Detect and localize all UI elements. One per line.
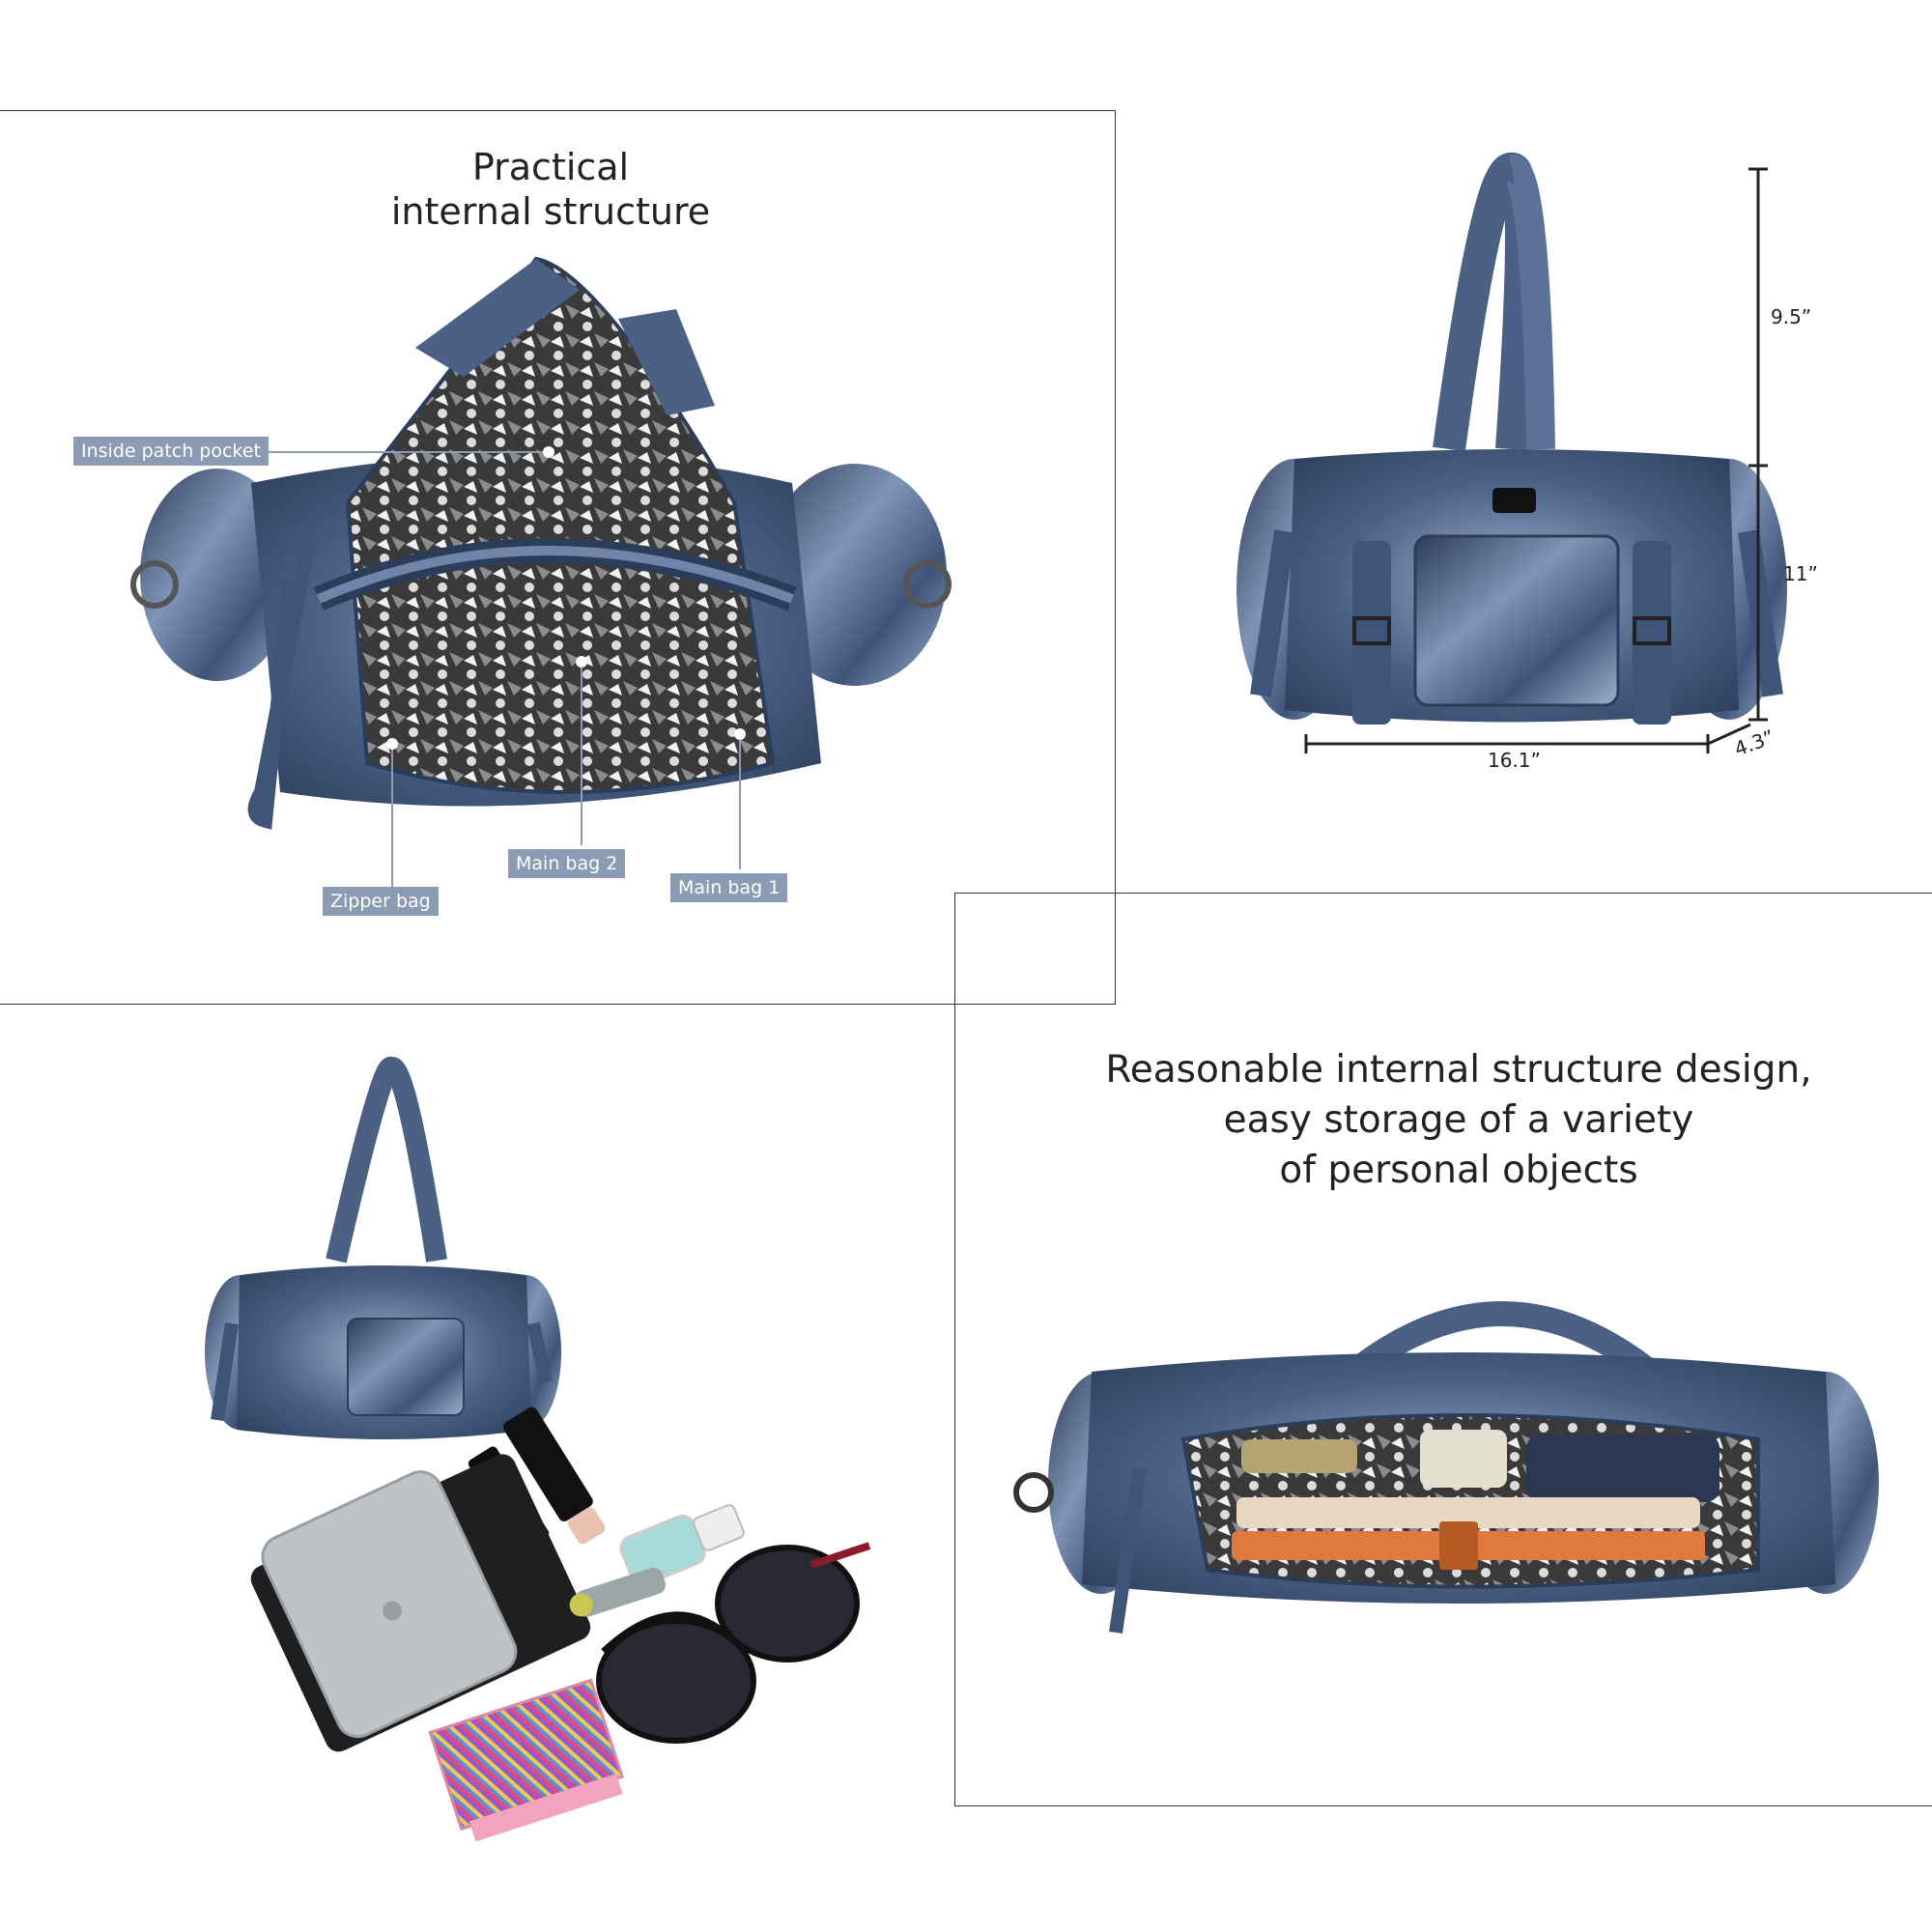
callout-lines — [256, 446, 746, 887]
callout-inside-patch-pocket: Inside patch pocket — [73, 437, 269, 466]
top-down-bag-illustration — [1013, 1301, 1879, 1634]
callout-main-bag-2: Main bag 2 — [508, 849, 626, 878]
panel-bottom-right-border — [954, 893, 1932, 1806]
callout-main-bag-1: Main bag 1 — [670, 873, 788, 902]
panel-title-reasonable-design: Reasonable internal structure design, ea… — [1105, 1048, 1812, 1192]
callout-zipper-bag: Zipper bag — [323, 887, 439, 916]
bag-with-items-illustration — [205, 1057, 871, 1842]
dimension-width: 16.1” — [1488, 749, 1541, 772]
open-bag-illustration — [130, 256, 952, 830]
dimension-height: 11” — [1783, 562, 1818, 585]
panel-title-internal-structure: Practical internal structure — [390, 146, 711, 233]
dimension-lines — [1304, 167, 1768, 753]
closed-bag-illustration — [1236, 153, 1787, 724]
dimension-strap-drop: 9.5” — [1771, 305, 1812, 328]
sunglasses-shape — [596, 1542, 871, 1744]
panel-bottom-left-border — [0, 1004, 956, 1006]
